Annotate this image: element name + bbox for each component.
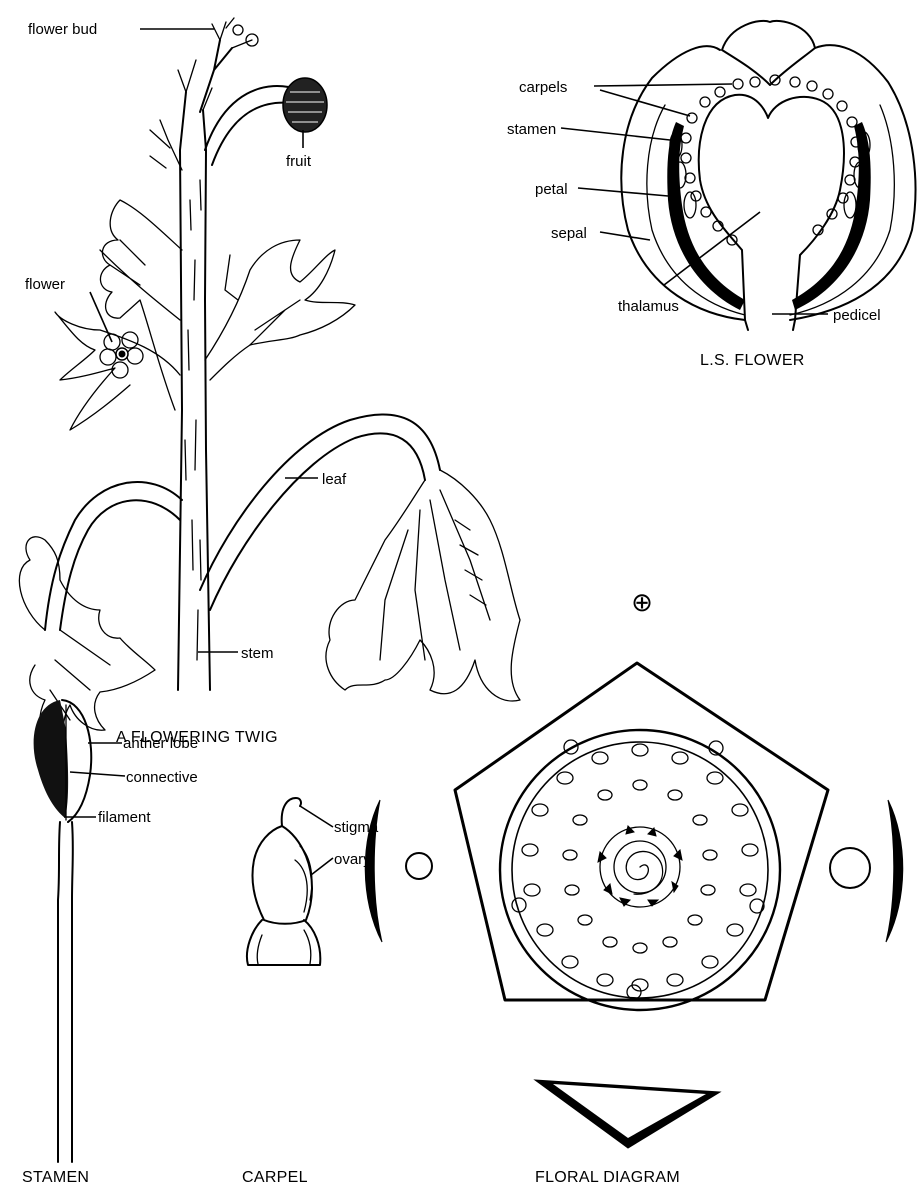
caption-stamen: STAMEN [22,1169,89,1186]
label-stamen-ls: stamen [507,121,556,138]
label-filament: filament [98,809,151,826]
caption-ls-flower: L.S. FLOWER [700,352,805,369]
carpel-spiral [598,826,682,907]
label-carpels: carpels [519,79,567,96]
floral-diagram-drawing: ⊕ [365,587,903,1148]
carpel-ovules [681,75,861,245]
label-stigma: stigma [334,819,379,836]
label-flower: flower [25,276,65,293]
ls-leader-lines [561,84,828,314]
caption-floral-diagram: FLORAL DIAGRAM [535,1169,680,1186]
actinomorphic-symbol: ⊕ [631,587,653,617]
label-petal: petal [535,181,568,198]
label-fruit: fruit [286,153,312,170]
flower-drawing [100,332,143,378]
carpel-leader-lines [300,806,333,875]
sepal-outline [621,46,745,320]
stamen-leader-lines [64,743,125,817]
label-ovary: ovary [334,851,371,868]
stamen-detail-drawing [34,700,92,1162]
caption-carpel: CARPEL [242,1169,308,1186]
label-connective: connective [126,769,198,786]
label-anther-lobe: anther lobe [123,735,198,752]
label-sepal: sepal [551,225,587,242]
label-stem: stem [241,645,274,662]
label-thalamus: thalamus [618,298,679,315]
carpel-detail-drawing [247,798,320,965]
stem-drawing [178,60,212,690]
label-leaf: leaf [322,471,347,488]
label-flower-bud: flower bud [28,21,97,38]
label-pedicel: pedicel [833,307,881,324]
flower-bud-drawing [200,18,258,112]
fruit-drawing [205,78,327,165]
